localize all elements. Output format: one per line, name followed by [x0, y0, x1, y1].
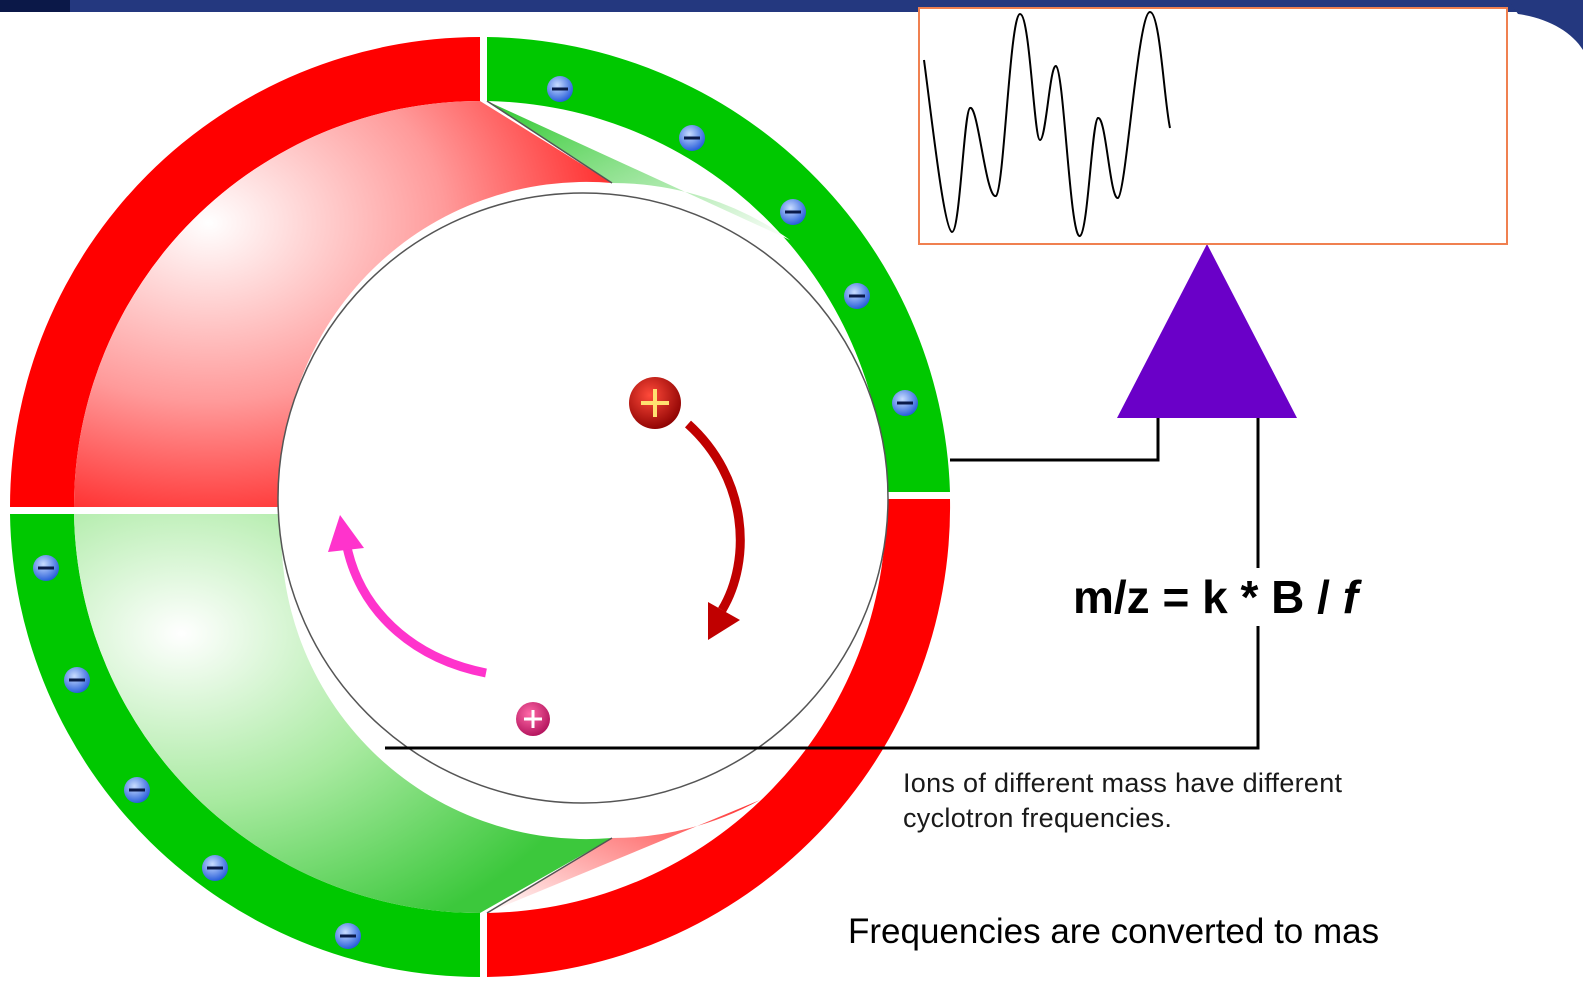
electrode-charge [547, 76, 573, 102]
wire-lower [385, 418, 1260, 750]
plate-red-top-left [10, 37, 480, 507]
electrode-charge [202, 855, 228, 881]
plate-green-top-right [487, 37, 950, 492]
strip-edge-top [486, 100, 613, 184]
inner-surface-green-strip-top [487, 101, 790, 240]
plate-red-bottom-right [487, 499, 951, 977]
ion-large [629, 377, 681, 429]
caption-ion-frequencies: Ions of different mass have different cy… [903, 766, 1563, 836]
formula-frequency-symbol: f [1342, 571, 1359, 623]
signal-box [918, 7, 1508, 245]
inner-surface-red-strip-bottom [487, 800, 760, 913]
electrode-charge [33, 555, 59, 581]
electrode-charge [844, 283, 870, 309]
electrode-charge [780, 199, 806, 225]
corner-swoosh [1508, 0, 1583, 50]
electrode-charges [33, 76, 918, 949]
inner-surface-red [74, 101, 612, 507]
plate-green-bottom-left [10, 514, 480, 977]
electrode-charge [892, 390, 918, 416]
ion-small [516, 702, 550, 736]
caption-line-1: Ions of different mass have different [903, 768, 1343, 798]
electrode-charge [64, 667, 90, 693]
electrode-charge [335, 923, 361, 949]
wire-upper [950, 418, 1160, 462]
arrow-pink [328, 515, 487, 678]
inner-surface-green [74, 514, 612, 913]
cell-interior [277, 192, 889, 804]
formula-text: m/z = k * B / [1073, 571, 1343, 623]
caption-line-2: cyclotron frequencies. [903, 803, 1173, 833]
caption-frequency-conversion: Frequencies are converted to mas [848, 912, 1380, 951]
mass-charge-formula: m/z = k * B / f [1067, 568, 1365, 626]
amplifier-triangle [1117, 244, 1297, 418]
arrow-dark-red [684, 420, 745, 640]
title-bar-left-tab [0, 0, 70, 12]
strip-edge-bottom [486, 837, 613, 914]
electrode-charge [124, 777, 150, 803]
electrode-charge [679, 125, 705, 151]
transient-waveform [923, 10, 1171, 238]
